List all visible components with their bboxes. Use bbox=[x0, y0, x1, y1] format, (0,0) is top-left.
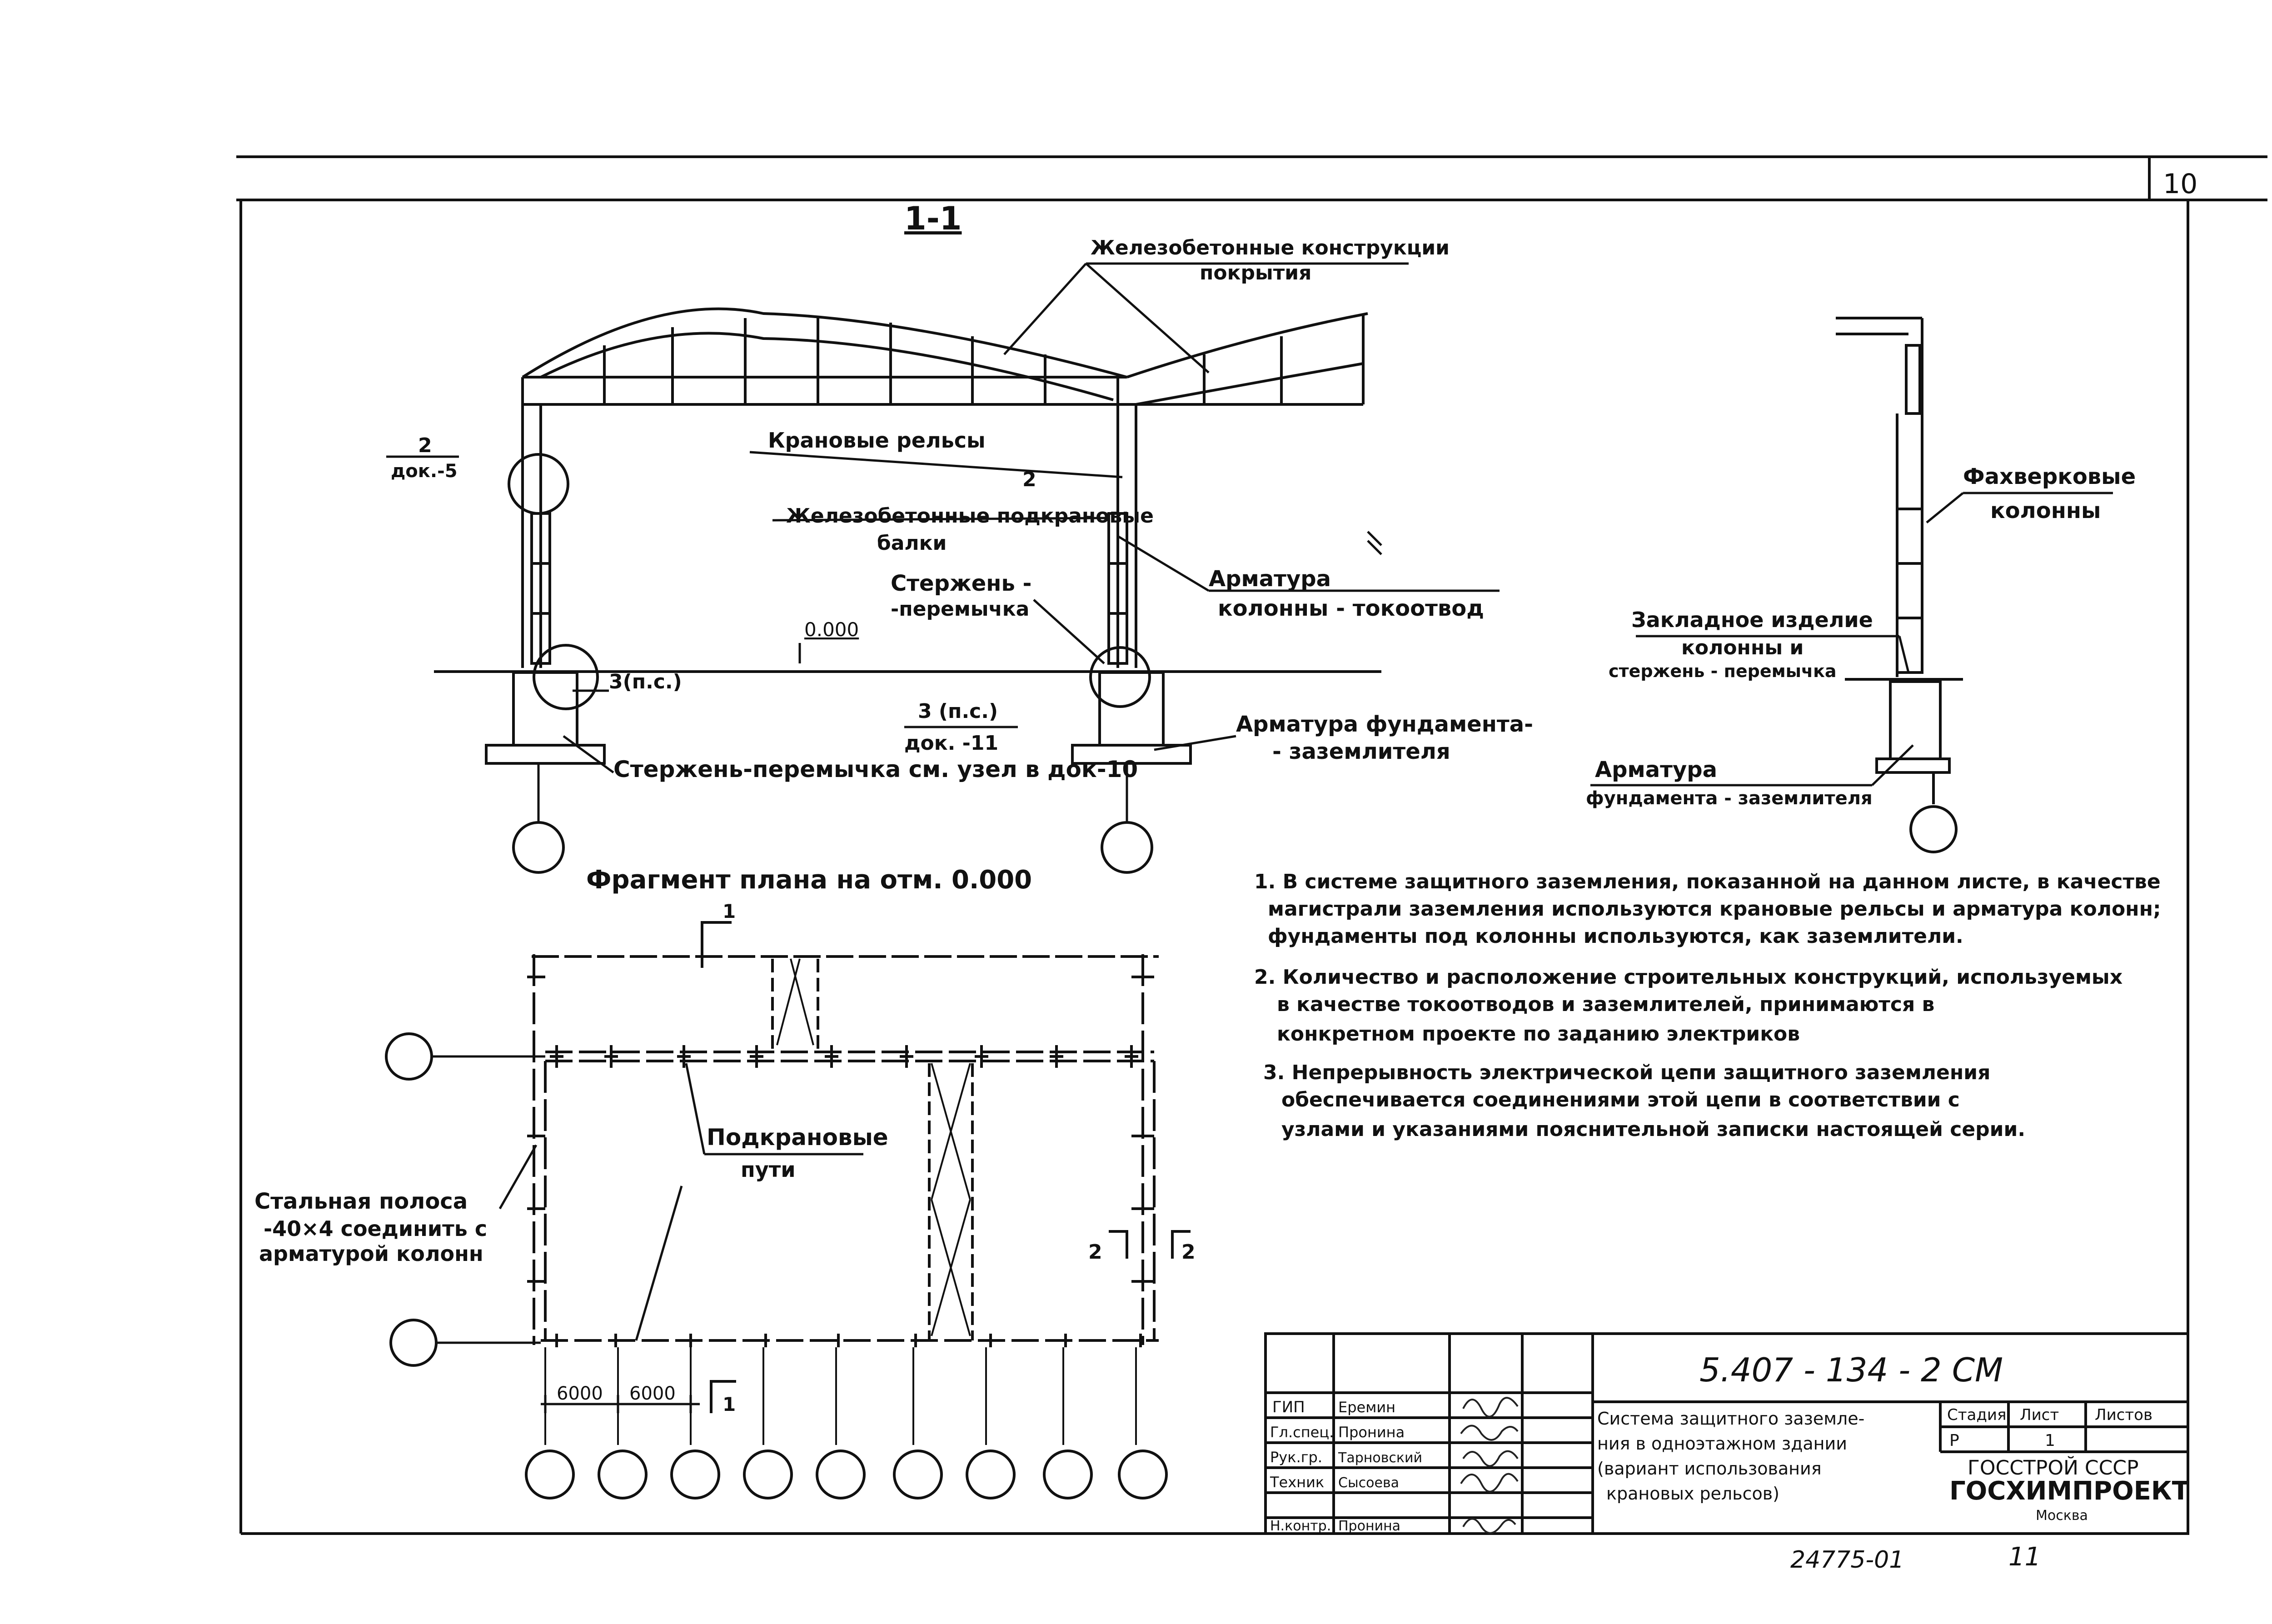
section-1-1: 1-1 bbox=[386, 200, 1533, 874]
axis-bubble bbox=[389, 1319, 438, 1367]
role: Рук.гр. bbox=[1270, 1449, 1322, 1466]
label-column-rebar-2: колонны - токоотвод bbox=[1218, 596, 1484, 621]
callout-2-right: 2 bbox=[1022, 468, 1036, 491]
node-circle-2-left bbox=[508, 453, 569, 515]
org-2: ГОСХИМПРОЕКТ bbox=[1949, 1476, 2189, 1506]
node-circle-3-left bbox=[533, 644, 599, 710]
name: Сысоева bbox=[1338, 1475, 1399, 1491]
page-number: 11 bbox=[2008, 1542, 2041, 1572]
note-line: 1. В системе защитного заземления, показ… bbox=[1254, 870, 2161, 893]
label-crane-tracks-2: пути bbox=[741, 1157, 796, 1182]
label-embedded-1: Закладное изделие bbox=[1631, 608, 1873, 632]
note-line: конкретном проекте по заданию электриков bbox=[1277, 1022, 1800, 1046]
node-circle-3-right bbox=[1089, 646, 1151, 708]
stage-header: Стадия bbox=[1947, 1406, 2006, 1424]
general-notes: 1. В системе защитного заземления, показ… bbox=[1254, 870, 2161, 1141]
callout-3-right-2: док. -11 bbox=[904, 732, 998, 755]
section-2-2: Фахверковые колонны Закладное изделие ко… bbox=[1586, 317, 2136, 853]
section-mark-1-top: 1 bbox=[722, 900, 736, 922]
stage-value: Р bbox=[1949, 1431, 1959, 1450]
name: Пронина bbox=[1338, 1518, 1400, 1534]
axis-bubble bbox=[1101, 821, 1153, 874]
plan-title: Фрагмент плана на отм. 0.000 bbox=[586, 865, 1032, 895]
axis-bubble bbox=[385, 1032, 433, 1081]
org-1: ГОССТРОЙ СССР bbox=[1968, 1455, 2139, 1480]
sheet-value: 1 bbox=[2045, 1431, 2055, 1450]
label-rod-note: Стержень-перемычка см. узел в док-10 bbox=[613, 756, 1138, 782]
name: Тарновский bbox=[1338, 1450, 1422, 1466]
description-line: ния в одноэтажном здании bbox=[1597, 1434, 1847, 1454]
note-line: 2. Количество и расположение строительны… bbox=[1254, 966, 2123, 989]
label-foundation-rebar-2: - заземлителя bbox=[1272, 739, 1450, 764]
callout-2-left-doc: док.-5 bbox=[391, 461, 458, 482]
label-column-rebar-1: Арматура bbox=[1209, 566, 1331, 592]
sheet-header: Лист bbox=[2020, 1406, 2059, 1424]
label-crane-beams-1: Железобетонные подкрановые bbox=[786, 504, 1154, 528]
role: Н.контр. bbox=[1270, 1518, 1331, 1534]
note-line: 3. Непрерывность электрической цепи защи… bbox=[1263, 1061, 1990, 1084]
description-line: Система защитного заземле- bbox=[1597, 1409, 1864, 1429]
description-line: (вариант использования bbox=[1597, 1459, 1822, 1479]
sheets-header: Листов bbox=[2095, 1406, 2152, 1424]
label-steel-strip-1: Стальная полоса bbox=[254, 1189, 468, 1214]
plan-fragment: Фрагмент плана на отм. 0.000 bbox=[254, 865, 1196, 1499]
axis-bubble bbox=[512, 821, 565, 874]
name: Еремин bbox=[1338, 1399, 1395, 1416]
city: Москва bbox=[2036, 1508, 2088, 1524]
callout-3-right-1: 3 (п.с.) bbox=[918, 700, 998, 723]
label-foundation-rebar-2-1: Арматура bbox=[1595, 757, 1717, 782]
label-roof-2: покрытия bbox=[1200, 261, 1311, 284]
label-embedded-2: колонны и bbox=[1681, 636, 1804, 659]
sheet-frame bbox=[236, 155, 2267, 1535]
label-timber-columns-1: Фахверковые bbox=[1963, 464, 2136, 489]
section-mark-2-left: 2 bbox=[1088, 1240, 1102, 1264]
roof-structures bbox=[522, 307, 1368, 406]
label-timber-columns-2: колонны bbox=[1990, 498, 2101, 523]
label-crane-rails: Крановые рельсы bbox=[768, 428, 986, 453]
note-line: магистрали заземления используются крано… bbox=[1268, 897, 2161, 921]
sheet-number-top: 10 bbox=[2163, 168, 2197, 200]
note-line: в качестве токоотводов и заземлителей, п… bbox=[1277, 993, 1934, 1016]
label-embedded-3: стержень - перемычка bbox=[1609, 661, 1837, 681]
section-mark-1-bottom: 1 bbox=[722, 1393, 736, 1415]
label-foundation-rebar-1: Арматура фундамента- bbox=[1236, 712, 1533, 737]
signatures bbox=[1460, 1397, 1519, 1534]
role: Техник bbox=[1270, 1474, 1324, 1491]
callout-3-left: 3(п.с.) bbox=[609, 670, 682, 693]
label-rod-jumper-1: Стержень - bbox=[891, 571, 1031, 596]
axis-bubble bbox=[1909, 805, 1958, 853]
label-roof-1: Железобетонные конструкции bbox=[1091, 236, 1450, 259]
label-rod-jumper-2: -перемычка bbox=[891, 598, 1029, 621]
note-line: обеспечивается соединениями этой цепи в … bbox=[1281, 1088, 1960, 1111]
label-steel-strip-2: -40×4 соединить с bbox=[264, 1216, 487, 1241]
section-1-1-title: 1-1 bbox=[904, 200, 962, 237]
label-steel-strip-3: арматурой колонн bbox=[259, 1241, 483, 1266]
role: ГИП bbox=[1272, 1398, 1305, 1416]
section-mark-2-right: 2 bbox=[1181, 1240, 1196, 1264]
title-block: 5.407 - 134 - 2 СМ ГИП Еремин Гл.спец. П… bbox=[1264, 1332, 2189, 1535]
role: Гл.спец. bbox=[1270, 1424, 1334, 1441]
dim-2: 6000 bbox=[629, 1383, 676, 1404]
designation: 5.407 - 134 - 2 СМ bbox=[1699, 1351, 2003, 1389]
plan-axis-row bbox=[525, 1347, 1168, 1499]
level-mark: 0.000 bbox=[804, 618, 859, 641]
description-line: крановых рельсов) bbox=[1606, 1484, 1779, 1504]
name: Пронина bbox=[1338, 1424, 1405, 1441]
foundations bbox=[485, 671, 1192, 765]
label-foundation-rebar-2-2: фундамента - заземлителя bbox=[1586, 788, 1873, 809]
label-crane-beams-2: балки bbox=[877, 532, 947, 555]
dim-1: 6000 bbox=[557, 1383, 603, 1404]
note-line: узлами и указаниями пояснительной записк… bbox=[1281, 1118, 2025, 1141]
note-line: фундаменты под колонны используются, как… bbox=[1268, 925, 1963, 948]
callout-2-left-num: 2 bbox=[418, 434, 432, 457]
label-crane-tracks-1: Подкрановые bbox=[707, 1124, 888, 1151]
inventory-number: 24775-01 bbox=[1790, 1546, 1904, 1574]
